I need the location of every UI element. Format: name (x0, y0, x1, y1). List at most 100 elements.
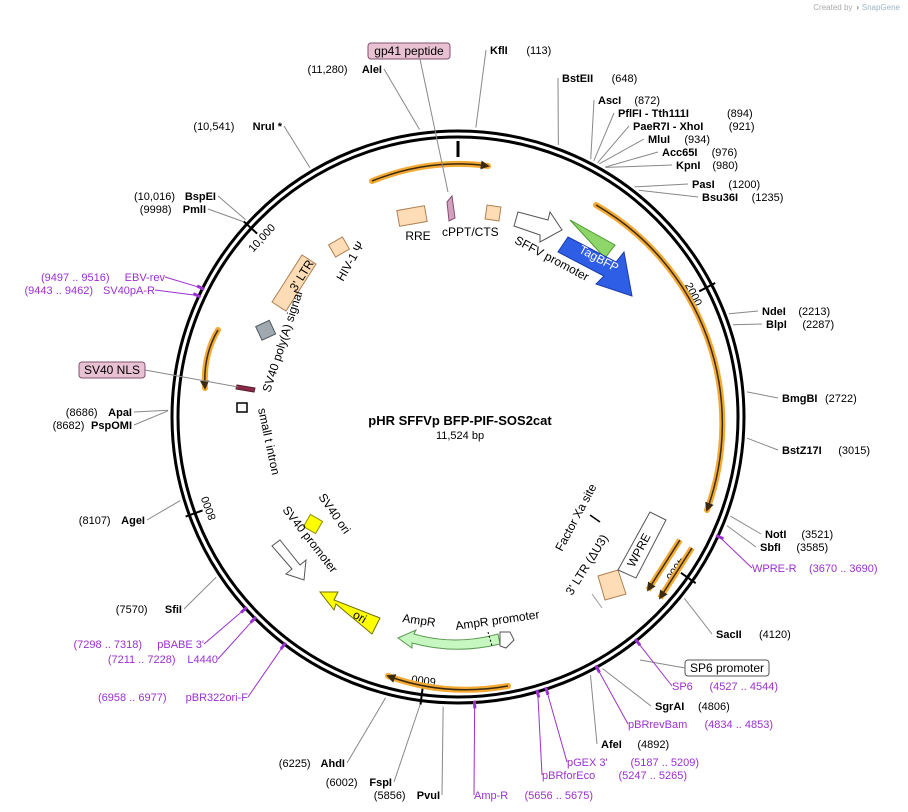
orf-arc-left-arrow (200, 329, 219, 390)
svg-text:(6002): (6002) (326, 777, 358, 789)
svg-text:Bsu36I: Bsu36I (702, 192, 738, 204)
orf-arc-bottom-arrow (386, 674, 509, 691)
sffv-promoter-arrow (513, 210, 563, 243)
svg-text:(7211 .. 7228): (7211 .. 7228) (108, 654, 176, 666)
backbone-inner (176, 135, 740, 699)
ampr-arrow (396, 628, 501, 650)
svg-text:Amp-R: Amp-R (474, 790, 508, 802)
svg-text:SP6: SP6 (672, 681, 693, 693)
svg-text:(980): (980) (712, 160, 738, 172)
site-ndei: NdeI(2213) (728, 306, 830, 318)
factor-xa-marker (589, 514, 601, 523)
site-agei: AgeI(8107) (79, 500, 181, 527)
primer-amp-r: Amp-R (5656 .. 5675) (472, 700, 594, 802)
ampr-promoter-label: AmpR promoter (454, 607, 540, 633)
svg-text:(8686): (8686) (66, 407, 98, 419)
orf-small-1-arrow (647, 539, 681, 592)
ltr3-box (597, 569, 627, 601)
orf-arc-right-arrow (595, 204, 724, 512)
primer-pbabe-3-: pBABE 3'(7298 .. 7318) (74, 605, 249, 651)
primer-sp6: SP6 (4527 .. 4544) (633, 638, 779, 693)
svg-text:SgrAI: SgrAI (655, 701, 684, 713)
hiv-psi-box (327, 236, 351, 258)
scale-tick-label: 8000 (199, 494, 219, 521)
svg-text:AleI: AleI (362, 64, 382, 76)
svg-text:WPRE-R: WPRE-R (752, 563, 797, 575)
site-ahdi: AhdI (6225) (279, 697, 386, 770)
scale-tick (243, 220, 258, 235)
gp41-peptide-label: gp41 peptide (374, 44, 444, 58)
scale-tick (185, 509, 203, 518)
sv40-promoter-arrow (271, 539, 307, 581)
site-afei: AfeI(4892) (589, 674, 669, 751)
svg-text:AhdI: AhdI (321, 758, 345, 770)
svg-text:PspOMI: PspOMI (91, 420, 132, 432)
svg-text:(4806): (4806) (698, 701, 730, 713)
rre-label: RRE (405, 229, 430, 243)
svg-text:Acc65I: Acc65I (662, 147, 697, 159)
site-sacii: SacII (4120) (683, 598, 791, 641)
orf-arc-top-arrow (371, 160, 490, 182)
snapgene-credit: Created by ◑ SnapGene (813, 3, 900, 12)
svg-text:(3521): (3521) (801, 529, 833, 541)
svg-text:AfeI: AfeI (601, 739, 622, 751)
sv40-nls-leader (144, 369, 239, 388)
svg-text:(4120): (4120) (759, 629, 791, 641)
primer-pgex-3-: pGEX 3'(5187 .. 5209) (544, 686, 699, 769)
svg-text:(976): (976) (712, 147, 738, 159)
sv40-nls-label: SV40 NLS (84, 363, 140, 377)
svg-text:(6225): (6225) (279, 758, 311, 770)
svg-text:L4440: L4440 (187, 654, 218, 666)
site-asci: AscI(872) (590, 95, 660, 160)
svg-text:(2722): (2722) (825, 393, 857, 405)
site-kfli: KflI(113) (475, 45, 551, 128)
svg-text:pGEX 3': pGEX 3' (567, 757, 608, 769)
sv40-polya-box (255, 319, 277, 341)
ampr-marker (487, 631, 493, 647)
svg-text:(7570): (7570) (116, 604, 148, 616)
svg-text:KpnI: KpnI (676, 160, 700, 172)
svg-text:SacII: SacII (716, 629, 742, 641)
ampr-label: AmpR (402, 611, 437, 630)
scale-tick (680, 572, 697, 584)
cppt-marker (446, 194, 456, 222)
site-bstz17i: BstZ17I(3015) (747, 437, 870, 457)
ampr-promoter-arrow (499, 631, 515, 649)
sp6-promoter-leader (639, 659, 686, 669)
svg-text:(9497 .. 9516): (9497 .. 9516) (41, 272, 110, 284)
tagbfp-arrow (557, 236, 633, 297)
svg-text:(6958 .. 6977): (6958 .. 6977) (98, 692, 167, 704)
wpre-box (617, 511, 667, 579)
svg-text:(1235): (1235) (752, 192, 784, 204)
svg-text:SbfI: SbfI (760, 542, 781, 554)
site-blpi: BlpI(2287) (732, 319, 834, 331)
gp41-leader (419, 58, 449, 193)
svg-text:pBRrevBam: pBRrevBam (628, 719, 687, 731)
site-bsteii: BstEII(648) (557, 73, 637, 145)
svg-text:(10,016): (10,016) (134, 191, 175, 203)
svg-text:PvuI: PvuI (417, 790, 440, 802)
site-pvui: PvuI (5856) (374, 706, 444, 802)
sv40-ori-label: SV40 ori (316, 491, 354, 537)
tagbfp-green-marker (569, 219, 616, 259)
primer-pbr322ori-f: pBR322ori-F (6958 .. 6977) (98, 641, 287, 704)
orf-arc-bottom (385, 673, 511, 693)
primer-pbrforeco: pBRforEco(5247 .. 5265) (535, 689, 687, 782)
site-bmgbi: BmgBI(2722) (746, 391, 857, 405)
svg-text:pBR322ori-F: pBR322ori-F (186, 692, 249, 704)
site-apai: ApaI (8686) (66, 407, 169, 419)
site-pspomi: PspOMI(8682) (53, 410, 169, 432)
site-fspi: FspI(6002) (326, 704, 421, 789)
svg-text:(5656 .. 5675): (5656 .. 5675) (525, 790, 594, 802)
svg-text:ApaI: ApaI (108, 407, 132, 419)
svg-text:(5856): (5856) (374, 790, 406, 802)
svg-text:(2287): (2287) (802, 319, 834, 331)
site-noti: NotI(3521) (730, 515, 833, 541)
site-pasi: PasI(1200) (634, 179, 760, 191)
site-nrui-: NruI *(10,541) (193, 121, 311, 168)
sp6-promoter-label: SP6 promoter (690, 661, 764, 675)
svg-text:BspEI: BspEI (185, 191, 216, 203)
svg-text:(4527 .. 4544): (4527 .. 4544) (710, 681, 779, 693)
site-sbfi: SbfI(3585) (726, 525, 828, 554)
site-bspei: BspEI (10,016) (134, 191, 246, 221)
